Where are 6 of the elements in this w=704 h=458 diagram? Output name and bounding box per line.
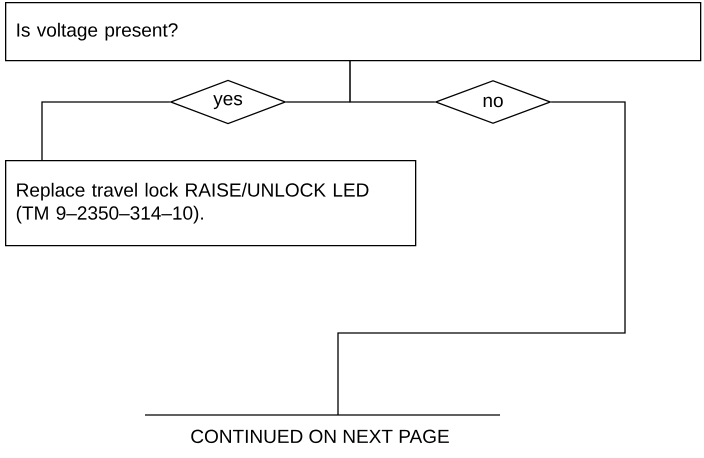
text-box: Is voltage present? [5,2,702,62]
continued-label: CONTINUED ON NEXT PAGE [145,414,500,444]
connector-line [337,101,626,415]
text-box: Replace travel lock RAISE/UNLOCK LED (TM 9–2350–314–10). [5,160,416,246]
connector-line [349,60,435,103]
connector-line [41,101,170,160]
